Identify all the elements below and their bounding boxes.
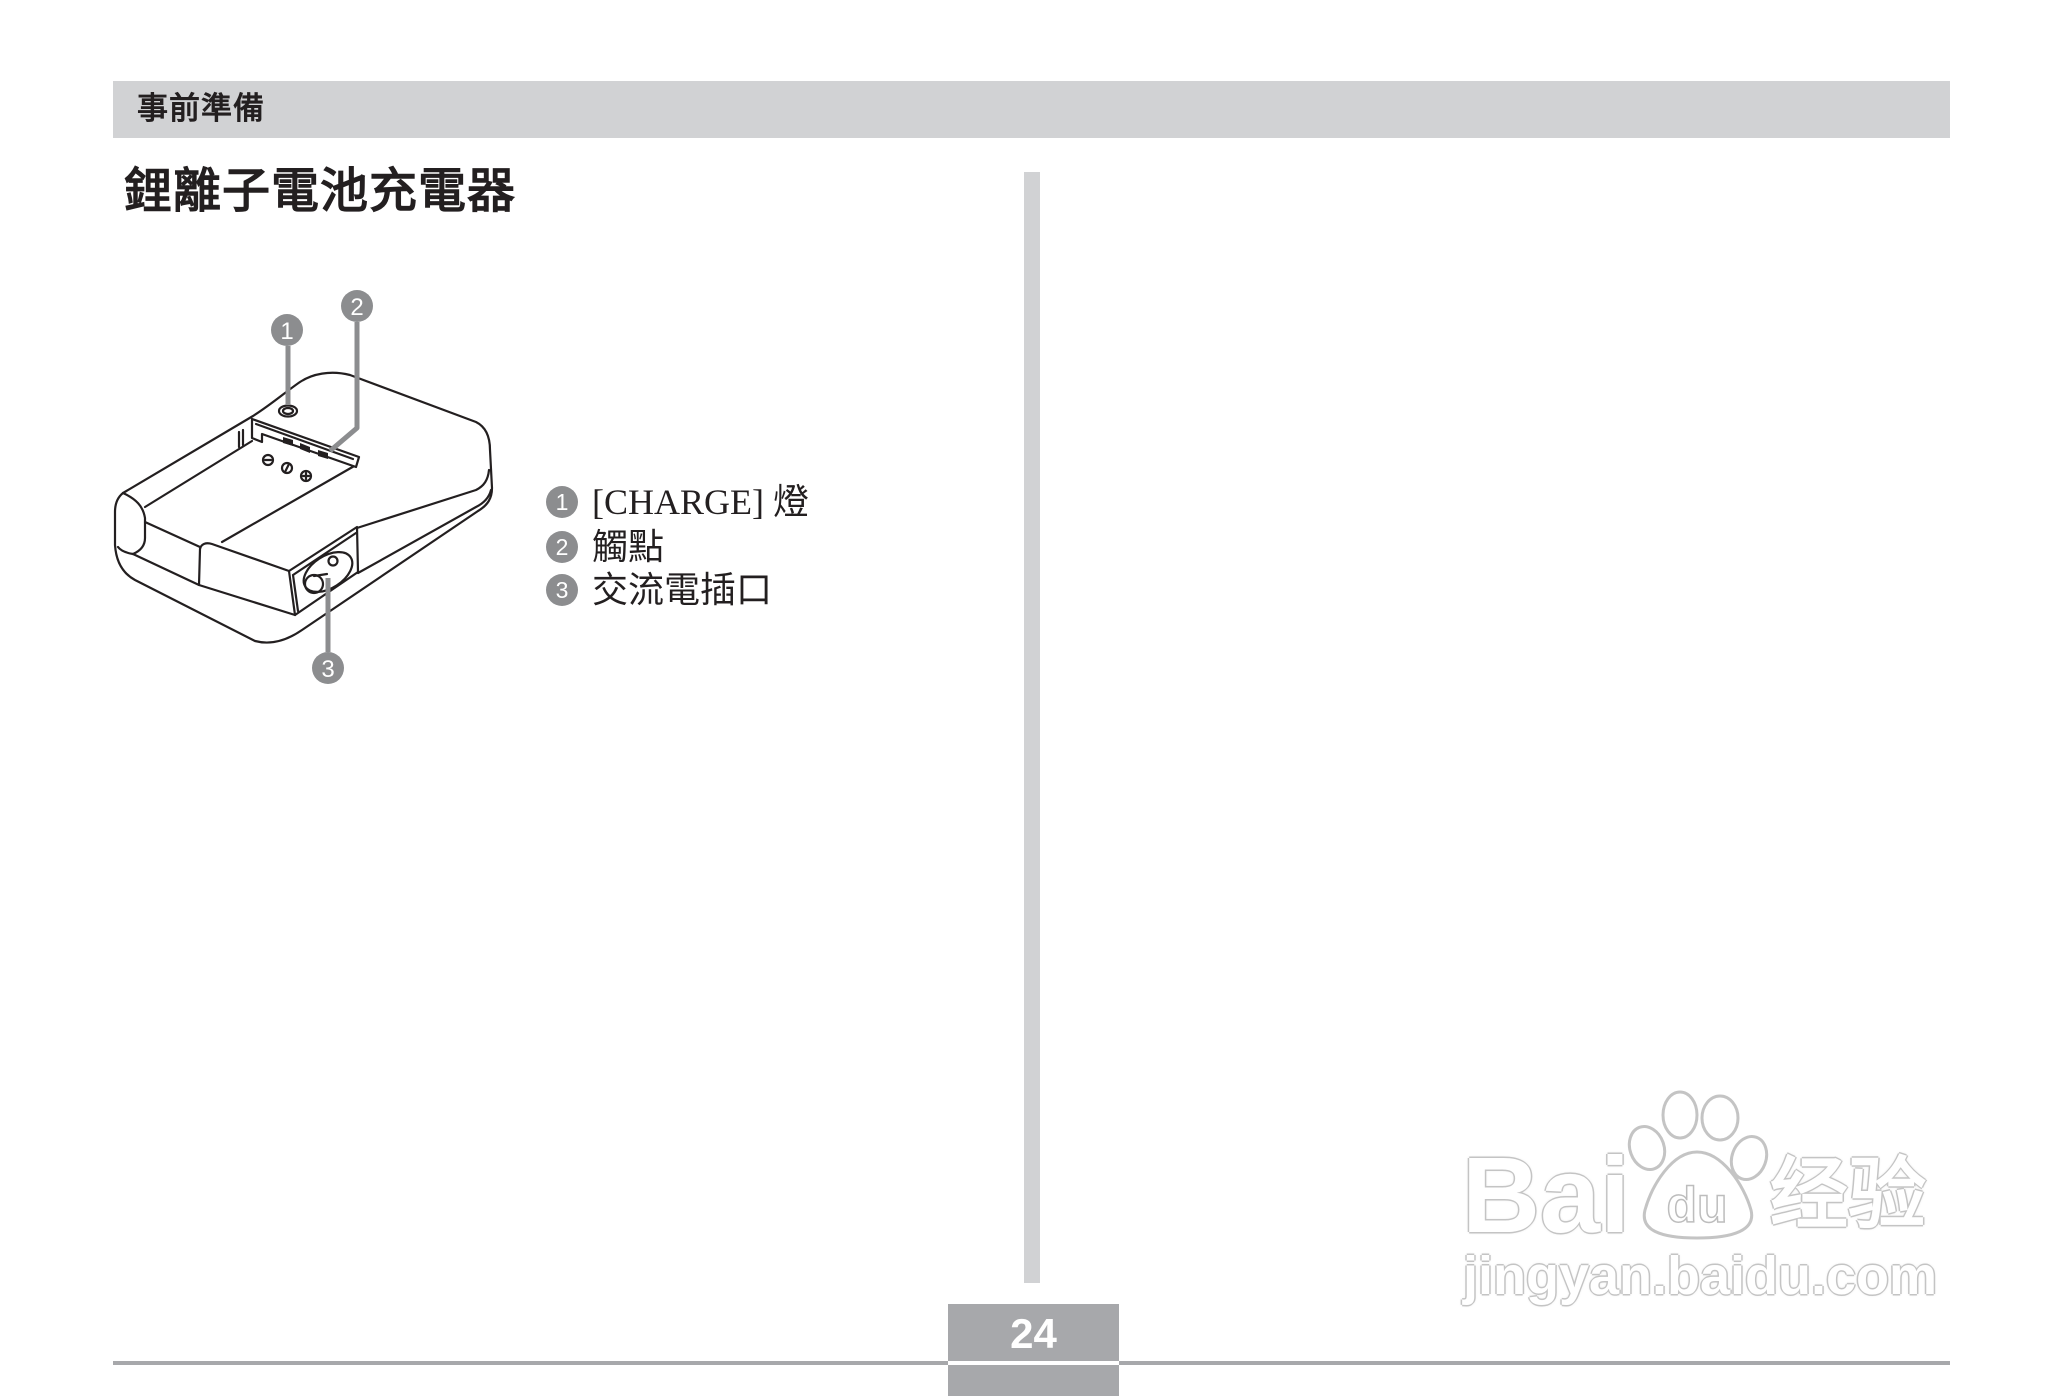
- contact-terminal: [318, 450, 328, 459]
- charge-led: [277, 404, 299, 418]
- page-number-box: 24: [948, 1304, 1119, 1361]
- callout-1-number: 1: [280, 318, 293, 345]
- watermark-url: jingyan.baidu.com: [1463, 1246, 1938, 1306]
- watermark-brand-text: Bai: [1462, 1134, 1631, 1255]
- section-header-bar: 事前準備: [113, 81, 1950, 138]
- section-title: 事前準備: [137, 91, 265, 127]
- page-number-box-gap: [948, 1361, 1119, 1365]
- page-number: 24: [1010, 1310, 1057, 1357]
- legend-number-badge: 3: [546, 574, 578, 606]
- callout-3-number: 3: [321, 656, 334, 683]
- contact-terminal: [300, 443, 310, 453]
- legend-item-charge-lamp: 1 [CHARGE] 燈: [546, 480, 809, 524]
- contact-terminal: [283, 437, 293, 446]
- legend-number-badge: 2: [546, 531, 578, 563]
- callout-2-badge: [341, 290, 373, 322]
- legend-label: 觸點: [592, 527, 665, 567]
- callout-2-leader: [328, 322, 360, 453]
- legend-item-ac-socket: 3 交流電插口: [546, 568, 772, 612]
- page-number-box-bottom: [948, 1365, 1119, 1396]
- charger-body: [113, 371, 494, 644]
- legend-item-contacts: 2 觸點: [546, 525, 664, 569]
- legend-label: 交流電插口: [592, 570, 773, 610]
- callout-2-number: 2: [350, 294, 363, 321]
- charger-illustration: 1 2 3: [113, 290, 494, 684]
- paw-logo-icon: du: [1627, 1090, 1769, 1240]
- callout-1-badge: [271, 314, 303, 346]
- legend-number-badge: 1: [546, 486, 578, 518]
- watermark-paw-text: du: [1666, 1177, 1727, 1233]
- column-divider: [1024, 172, 1040, 1283]
- ac-socket-panel: [287, 525, 360, 617]
- page-title: 鋰離子電池充電器: [124, 163, 517, 219]
- callout-3-badge: [312, 652, 344, 684]
- watermark-brand-chinese: 经验: [1770, 1150, 1927, 1240]
- legend-label: [CHARGE] 燈: [592, 482, 809, 522]
